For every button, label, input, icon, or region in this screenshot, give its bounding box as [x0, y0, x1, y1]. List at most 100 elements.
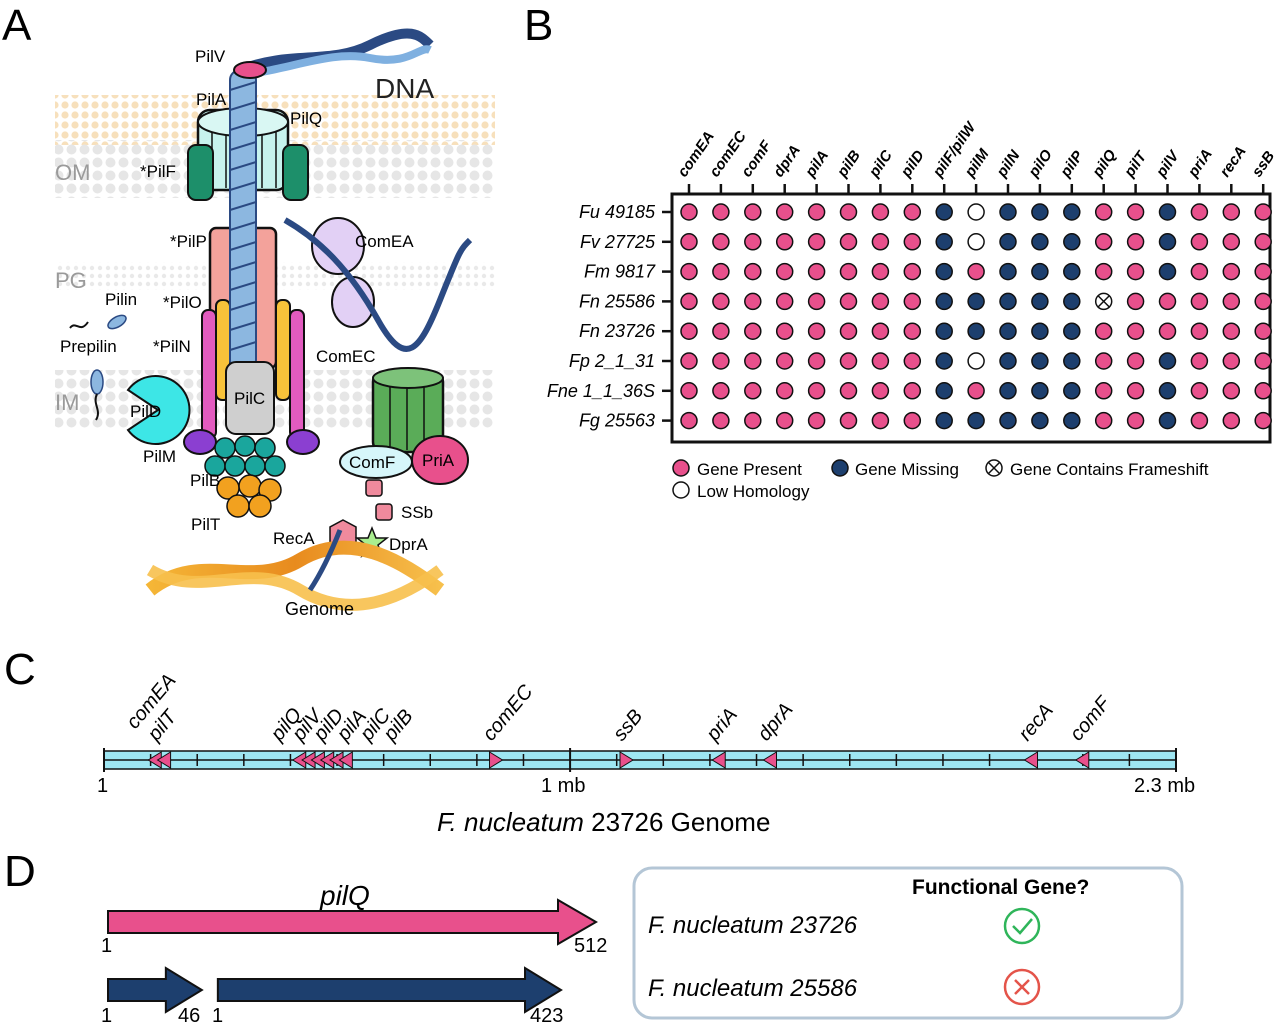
matrix-cell: [1222, 322, 1241, 340]
legend-missing-label: Gene Missing: [855, 460, 959, 479]
matrix-cell: [935, 262, 953, 281]
matrix-cell: [967, 203, 985, 221]
frag2-start-label: 1: [212, 1005, 223, 1026]
matrix-cell: [903, 262, 922, 281]
legend-frameshift-label: Gene Contains Frameshift: [1010, 460, 1209, 479]
matrix-cell: [744, 233, 762, 251]
axis-end-label: 2.3 mb: [1134, 775, 1195, 797]
matrix-cell: [1094, 411, 1113, 430]
gene-label: dprA: [753, 699, 797, 746]
matrix-cell: [1190, 382, 1209, 400]
strain-23726-label: F. nucleatum 23726: [648, 912, 858, 939]
matrix-cell: [839, 262, 858, 281]
matrix-cell: [1222, 233, 1241, 251]
matrix-cell: [1126, 382, 1145, 400]
matrix-cell: [903, 411, 922, 430]
matrix-column-label: pilC: [865, 146, 896, 181]
matrix-cell: [1031, 292, 1049, 311]
matrix-cell: [1063, 203, 1081, 221]
matrix-row-label: Fm 9817: [584, 262, 656, 282]
matrix-cell: [903, 352, 922, 370]
matrix-cell: [935, 292, 953, 311]
gene-marker: [1074, 751, 1090, 769]
matrix-cell: [712, 322, 730, 340]
matrix-cell: [712, 203, 730, 221]
matrix-cell: [807, 262, 826, 281]
pilo-shape-right: [289, 309, 305, 439]
matrix-cell: [1254, 411, 1272, 430]
matrix-cell: [871, 292, 890, 311]
matrix-cell: [967, 262, 985, 281]
matrix-cell: [1094, 203, 1113, 221]
matrix-cell: [903, 203, 922, 221]
gene-label: priA: [702, 704, 742, 746]
matrix-cell: [1158, 411, 1177, 430]
matrix-cell: [680, 382, 698, 400]
functional-header: Functional Gene?: [912, 876, 1089, 899]
legend-missing-dot: [831, 459, 849, 477]
matrix-cell: [1254, 382, 1272, 400]
pilq-full-arrow: [107, 898, 598, 946]
pilm-shape-right: [286, 429, 320, 455]
matrix-column-label: pilN: [993, 146, 1024, 181]
matrix-cell: [1190, 411, 1209, 430]
matrix-cell: [1094, 262, 1113, 281]
matrix-cell: [1063, 262, 1081, 281]
piln-shape-right: [275, 299, 291, 401]
matrix-cell: [744, 262, 762, 281]
gene-label: recA: [1014, 700, 1057, 746]
matrix-cell: [744, 203, 762, 221]
matrix-cell: [807, 203, 826, 221]
matrix-cell: [1254, 233, 1272, 251]
matrix-cell: [807, 411, 826, 430]
matrix-cell: [1126, 322, 1145, 340]
matrix-cell: [871, 203, 890, 221]
matrix-cell: [967, 233, 985, 251]
matrix-cell: [775, 382, 794, 400]
gene-marker: [762, 751, 778, 769]
matrix-cell: [1158, 262, 1177, 281]
comf-label: ComF: [349, 453, 395, 472]
pilc-shape: [225, 361, 275, 435]
matrix-cell: [967, 352, 985, 370]
pilv-label: PilV: [195, 47, 226, 66]
cross-icon: [1003, 968, 1041, 1006]
matrix-cell: [712, 382, 730, 400]
dpra-label: DprA: [389, 535, 428, 554]
matrix-column-label: pilM: [961, 146, 993, 182]
pilf-shape-right: [282, 144, 309, 201]
matrix-cell: [744, 352, 762, 370]
genome-title-rest: 23726 Genome: [584, 807, 770, 837]
matrix-cell: [1190, 352, 1209, 370]
matrix-cell: [1126, 411, 1145, 430]
matrix-cell: [999, 292, 1017, 311]
matrix-cell: [712, 411, 730, 430]
matrix-cell: [1158, 382, 1177, 400]
matrix-cell: [807, 233, 826, 251]
matrix-cell: [680, 233, 698, 251]
gene-marker: [619, 751, 634, 769]
pilf-shape: [187, 144, 214, 201]
matrix-cell: [903, 233, 922, 251]
matrix-frame: [670, 192, 1272, 444]
matrix-cell: [1222, 203, 1241, 221]
matrix-cell: [1031, 352, 1049, 370]
matrix-cell: [967, 382, 985, 400]
panel-d-letter: D: [4, 847, 36, 896]
panel-c-letter: C: [4, 645, 36, 694]
matrix-cell: [1222, 262, 1241, 281]
matrix-cell: [680, 411, 698, 430]
matrix-cell: [744, 411, 762, 430]
pila-label: PilA: [196, 90, 227, 109]
matrix-legend: Gene Present Gene Missing Gene Contains …: [672, 459, 1209, 501]
gene-marker: [1023, 751, 1039, 769]
matrix-cell: [839, 411, 858, 430]
matrix-column-label: priA: [1184, 146, 1216, 181]
legend-low-dot: [672, 481, 690, 499]
matrix-column-label: pilP: [1057, 147, 1088, 181]
matrix-cell: [1063, 382, 1081, 400]
matrix-cell: [935, 203, 953, 221]
matrix-column-label: pilQ: [1088, 146, 1119, 181]
